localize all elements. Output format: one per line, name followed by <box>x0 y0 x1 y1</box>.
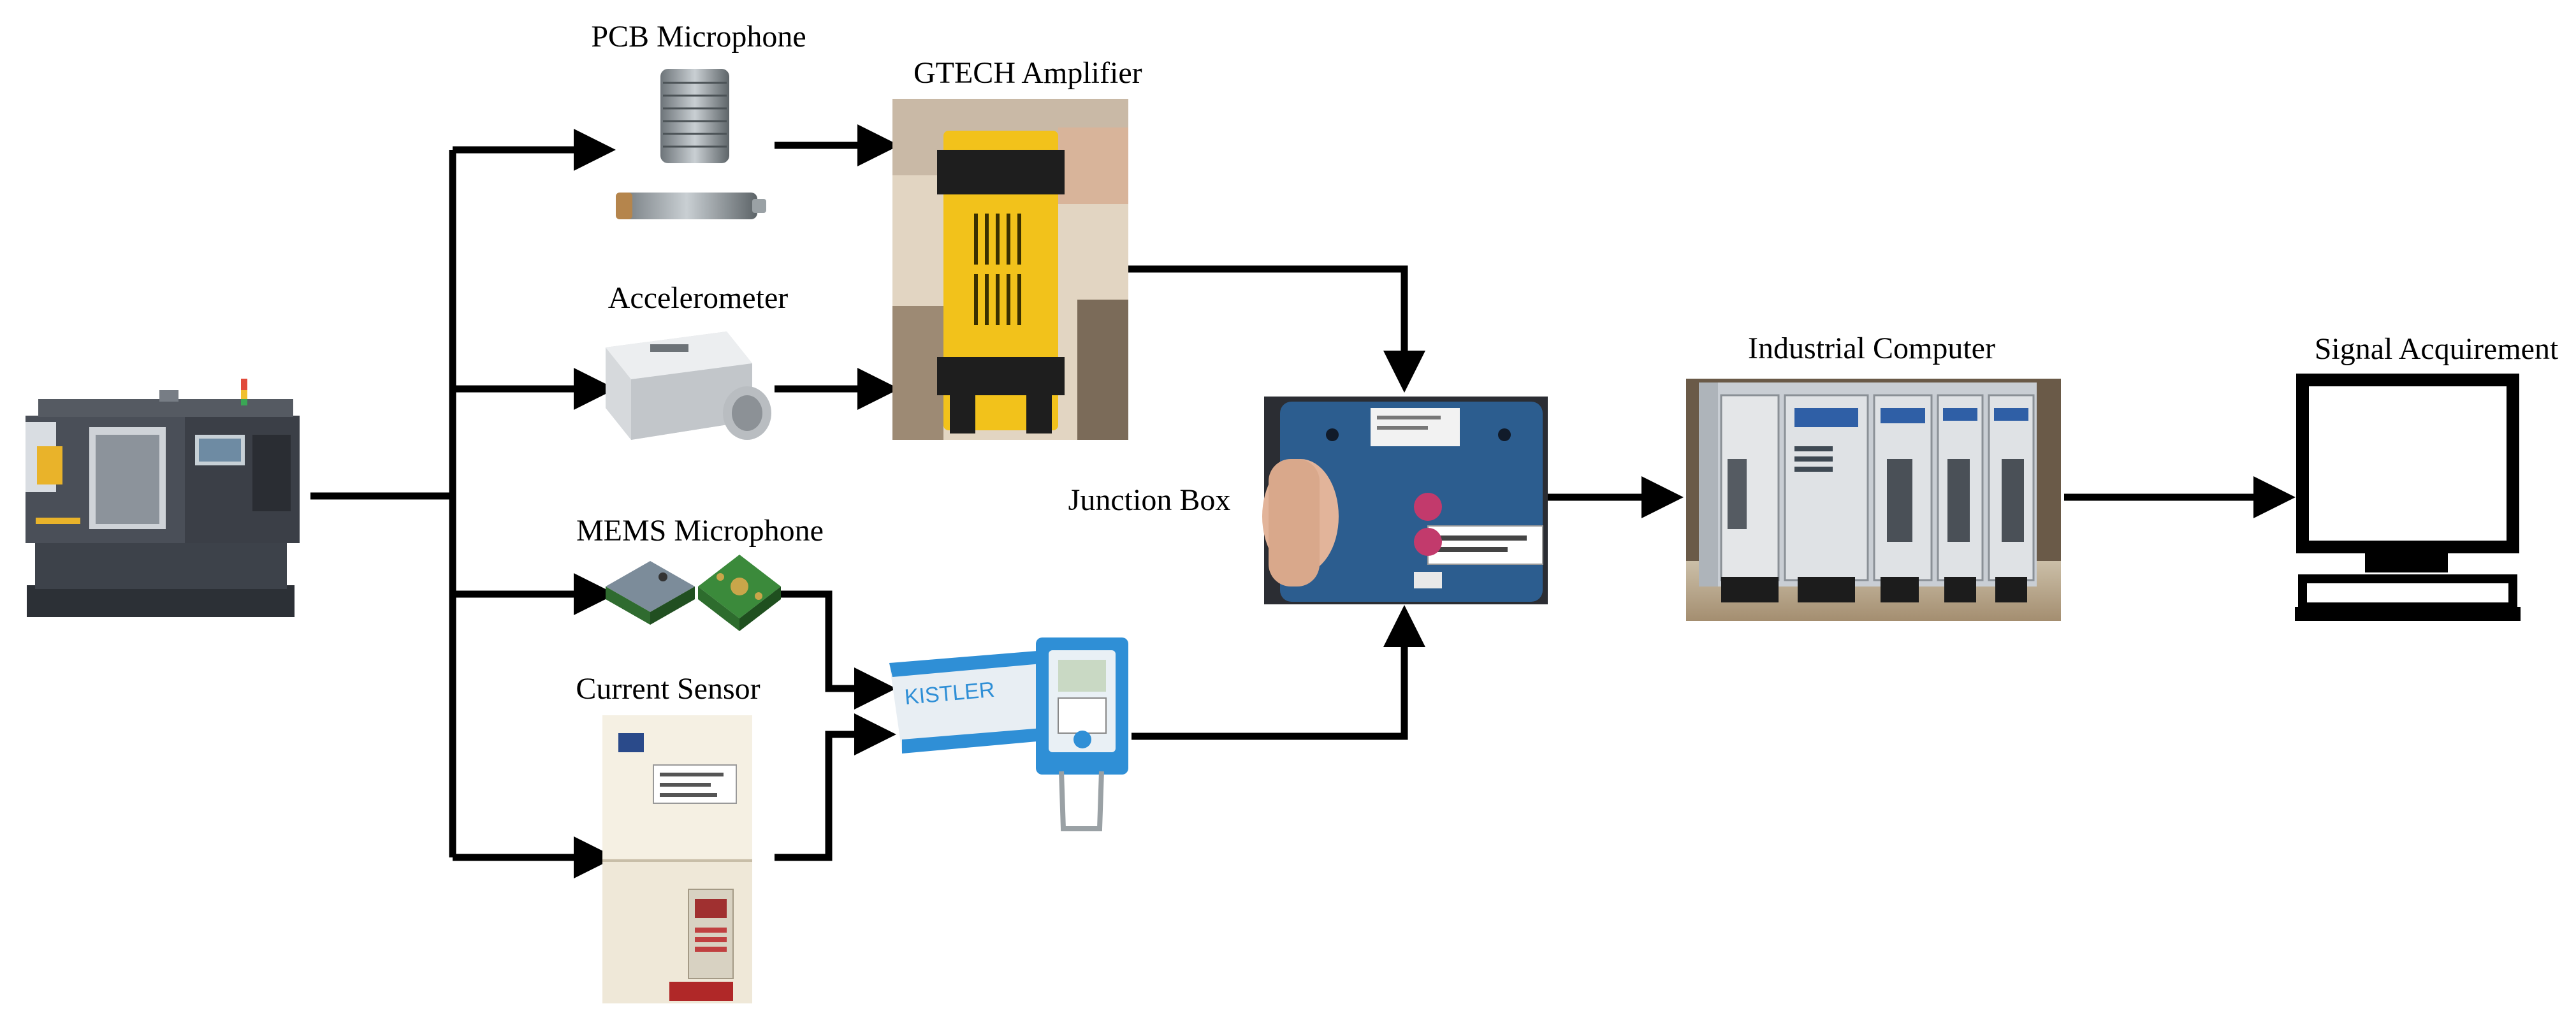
mems-microphone-icon <box>606 555 781 631</box>
accelerometer-icon <box>606 331 771 440</box>
pcb-microphone-icon <box>616 69 766 219</box>
current-sensor-label: Current Sensor <box>576 672 760 706</box>
signal-acquirement-label: Signal Acquirement <box>2315 332 2559 366</box>
monitor-icon <box>2295 374 2521 621</box>
accelerometer-label: Accelerometer <box>608 281 788 315</box>
edge-amplifier-to-junction <box>1128 265 1425 393</box>
kistler-charge-amplifier-icon: KISTLER <box>889 637 1128 831</box>
junction-box-label: Junction Box <box>1068 483 1231 517</box>
gtech-amplifier-label: GTECH Amplifier <box>913 56 1142 90</box>
current-sensor-icon <box>602 715 752 1003</box>
mems-microphone-label: MEMS Microphone <box>576 514 824 548</box>
industrial-computer-icon <box>1686 379 2061 621</box>
edge-kistler-to-junction <box>1132 605 1425 740</box>
amplifier-icon <box>892 99 1128 440</box>
edge-current-to-kistler <box>775 713 896 861</box>
industrial-computer-label: Industrial Computer <box>1748 331 1995 365</box>
pcb-microphone-label: PCB Microphone <box>591 20 806 54</box>
connectors <box>310 124 2296 878</box>
edge-mems-to-kistler <box>775 590 896 710</box>
junction-box-icon <box>1262 397 1548 604</box>
cnc-machine-icon <box>25 379 300 617</box>
